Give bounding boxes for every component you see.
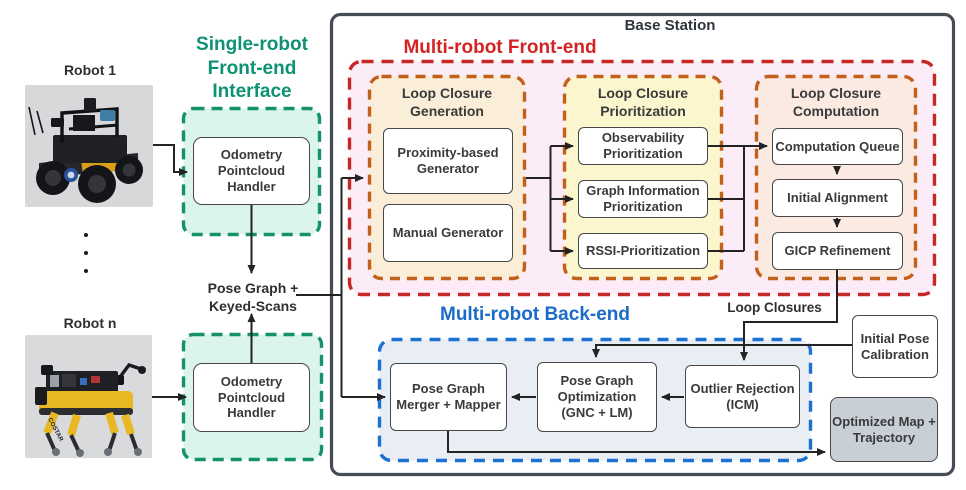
graph-information-prioritization-box: Graph Information Prioritization bbox=[578, 180, 708, 218]
prioritization-title: Loop Closure Prioritization bbox=[597, 85, 689, 119]
generation-title: Loop Closure Generation bbox=[401, 85, 493, 119]
pose-graph-merger-mapper-box: Pose Graph Merger + Mapper bbox=[390, 363, 507, 431]
base-station-title: Base Station bbox=[624, 17, 716, 34]
outlier-rejection-box: Outlier Rejection (ICM) bbox=[685, 365, 800, 428]
front-end-title: Multi-robot Front-end bbox=[403, 37, 597, 58]
optimized-map-trajectory-box: Optimized Map + Trajectory bbox=[830, 397, 938, 462]
ellipsis-dots bbox=[84, 233, 88, 273]
odometry-pointcloud-handler-top: Odometry Pointcloud Handler bbox=[193, 137, 310, 205]
loop-closures-label: Loop Closures bbox=[727, 300, 822, 315]
gicp-refinement-box: GICP Refinement bbox=[772, 232, 903, 270]
rssi-prioritization-box: RSSI-Prioritization bbox=[578, 233, 708, 269]
proximity-based-generator-box: Proximity-based Generator bbox=[383, 128, 513, 194]
computation-title: Loop Closure Computation bbox=[790, 85, 882, 119]
robot-n-label: Robot n bbox=[63, 315, 117, 331]
robot-1-image bbox=[25, 85, 153, 207]
pose-graph-keyed-scans-label: Pose Graph + Keyed-Scans bbox=[207, 280, 299, 314]
back-end-title: Multi-robot Back-end bbox=[440, 304, 630, 325]
initial-pose-calibration-box: Initial Pose Calibration bbox=[852, 315, 938, 378]
manual-generator-box: Manual Generator bbox=[383, 204, 513, 262]
odometry-pointcloud-handler-bottom: Odometry Pointcloud Handler bbox=[193, 363, 310, 432]
pose-graph-optimization-box: Pose Graph Optimization (GNC + LM) bbox=[537, 362, 657, 432]
robot-n-image: COSTAR bbox=[25, 335, 152, 458]
single-robot-front-end-title: Single-robot Front-end Interface bbox=[196, 34, 308, 103]
computation-queue-box: Computation Queue bbox=[772, 128, 903, 165]
robot-1-label: Robot 1 bbox=[63, 62, 117, 78]
observability-prioritization-box: Observability Prioritization bbox=[578, 127, 708, 165]
initial-alignment-box: Initial Alignment bbox=[772, 179, 903, 217]
